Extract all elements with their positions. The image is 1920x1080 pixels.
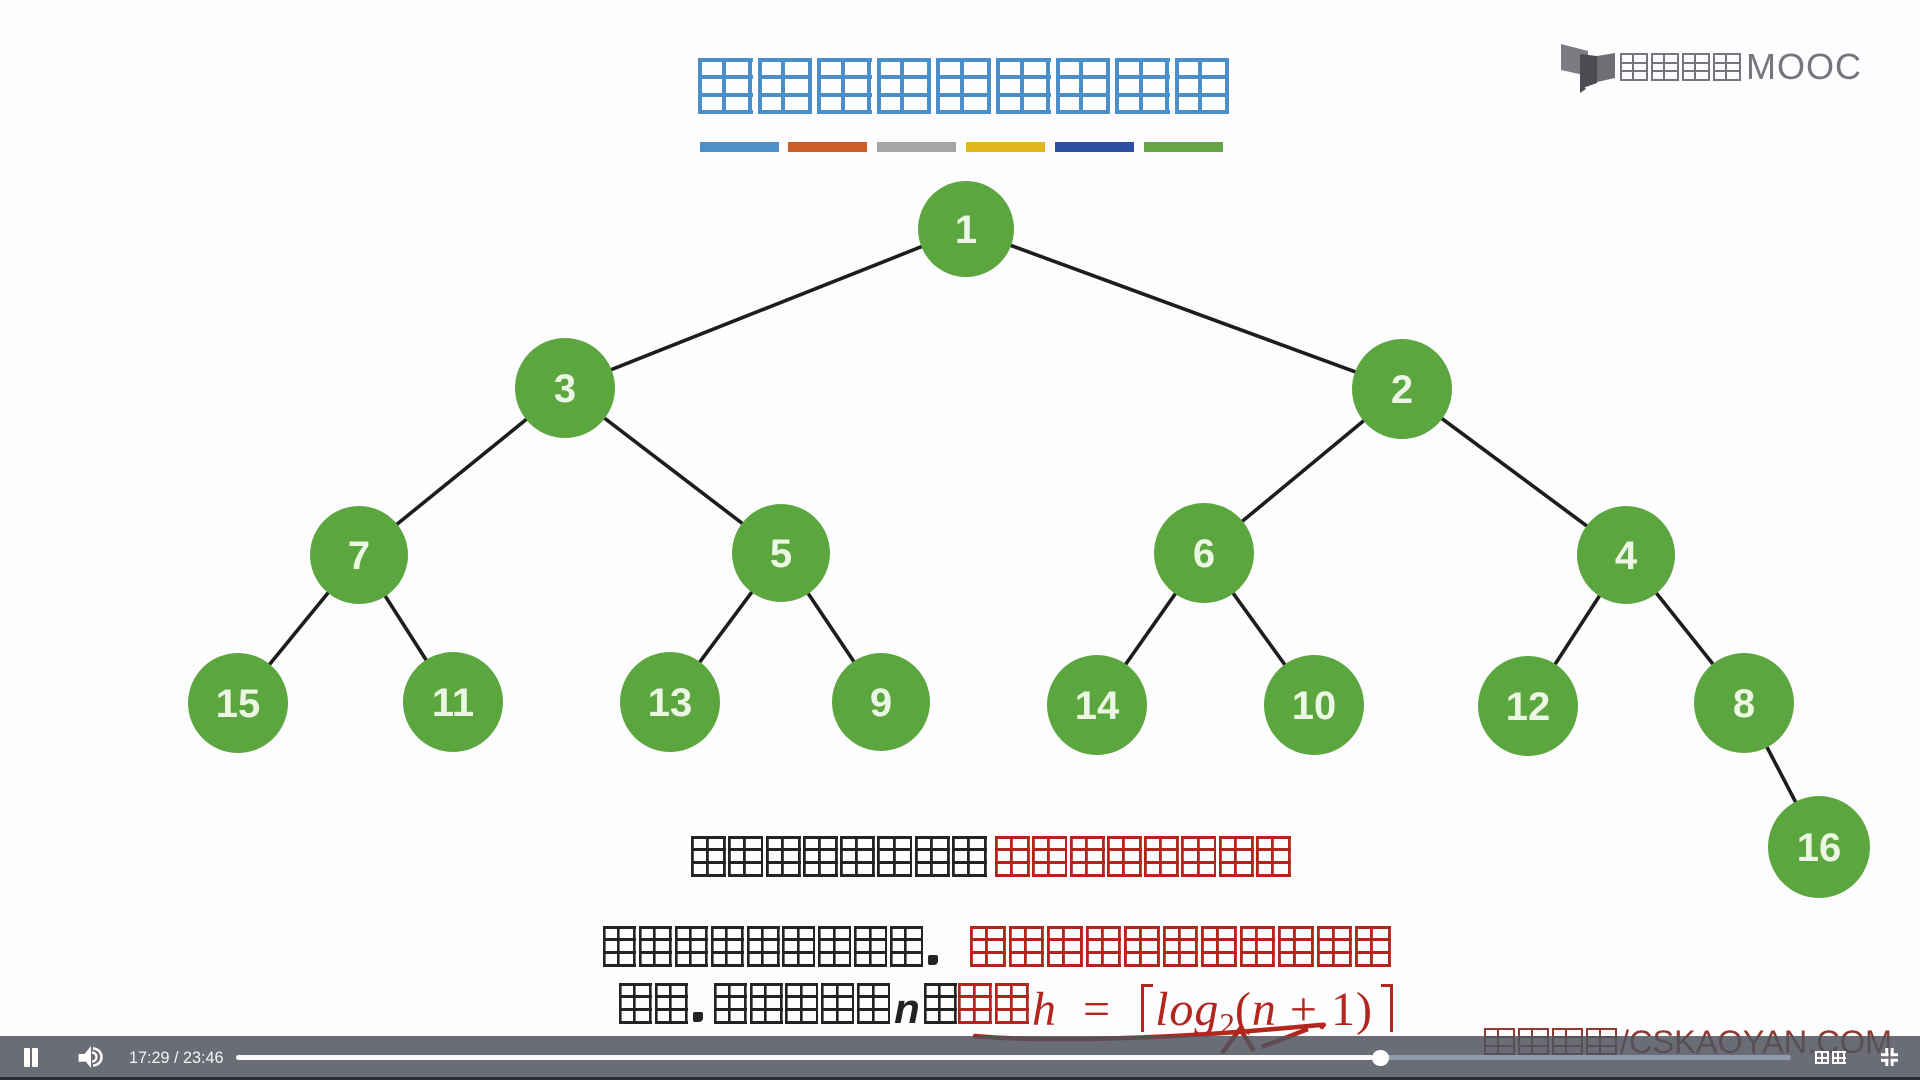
svg-text:15: 15: [216, 682, 261, 726]
svg-text:7: 7: [348, 534, 370, 578]
svg-text:10: 10: [1292, 684, 1337, 728]
svg-text:12: 12: [1506, 685, 1551, 729]
svg-text:5: 5: [770, 532, 792, 576]
svg-text:1: 1: [955, 208, 977, 252]
svg-text:9: 9: [870, 681, 892, 725]
svg-text:6: 6: [1193, 532, 1215, 576]
svg-text:8: 8: [1733, 682, 1755, 726]
svg-text:13: 13: [648, 681, 693, 725]
svg-text:2: 2: [1391, 368, 1413, 412]
svg-text:3: 3: [554, 367, 576, 411]
svg-text:11: 11: [432, 681, 474, 725]
svg-text:4: 4: [1615, 534, 1638, 578]
svg-text:14: 14: [1075, 684, 1120, 728]
svg-text:16: 16: [1797, 826, 1842, 870]
